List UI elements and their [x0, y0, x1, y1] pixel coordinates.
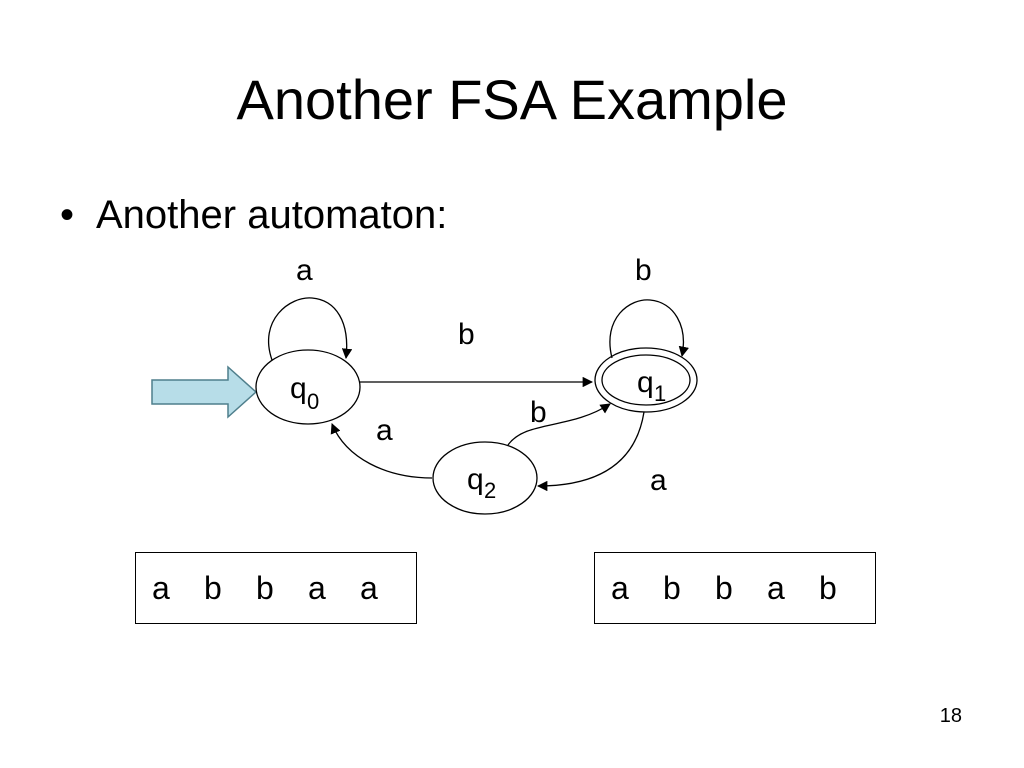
- input-symbol: a: [767, 569, 785, 606]
- page-number: 18: [939, 705, 962, 727]
- label-q1-to-q2: a: [650, 464, 667, 497]
- input-symbol: b: [715, 569, 733, 606]
- state-q1: q 1: [594, 347, 698, 413]
- bullet-marker: •: [60, 193, 75, 237]
- input-symbol: a: [611, 569, 629, 606]
- edge-q2-to-q0: [330, 423, 433, 479]
- edge-q0-loop: [267, 297, 353, 361]
- edge-q1-to-q2: [536, 411, 645, 492]
- input-symbol: b: [819, 569, 837, 606]
- label-q1-loop: b: [635, 254, 652, 287]
- bullet-text: Another automaton:: [96, 193, 448, 237]
- state-q0-subscript: 0: [307, 389, 319, 414]
- input-string-box-right: a b b a b: [594, 552, 876, 624]
- edge-q2-to-q1: [507, 403, 611, 446]
- input-symbol: b: [256, 569, 274, 606]
- state-q2: q 2: [432, 441, 538, 515]
- state-q1-subscript: 1: [654, 381, 666, 406]
- label-q2-to-q1: b: [530, 396, 547, 429]
- state-q1-label: q: [637, 366, 654, 399]
- input-symbol: b: [204, 569, 222, 606]
- slide-title: Another FSA Example: [236, 68, 788, 131]
- state-q2-label: q: [467, 463, 484, 496]
- input-string-box-left: a b b a a: [135, 552, 417, 624]
- state-q0: q 0: [255, 349, 361, 425]
- input-symbol: b: [663, 569, 681, 606]
- input-symbol: a: [360, 569, 378, 606]
- state-q0-label: q: [290, 372, 307, 405]
- edge-q1-loop: [609, 299, 689, 359]
- state-q2-subscript: 2: [484, 478, 496, 503]
- label-q2-to-q0: a: [376, 414, 393, 447]
- start-arrow-icon: [151, 365, 258, 419]
- input-symbol: a: [152, 569, 170, 606]
- bullet-item: • Another automaton:: [60, 188, 447, 242]
- label-q0-loop: a: [296, 254, 313, 287]
- label-q0-to-q1: b: [458, 318, 475, 351]
- input-symbol: a: [308, 569, 326, 606]
